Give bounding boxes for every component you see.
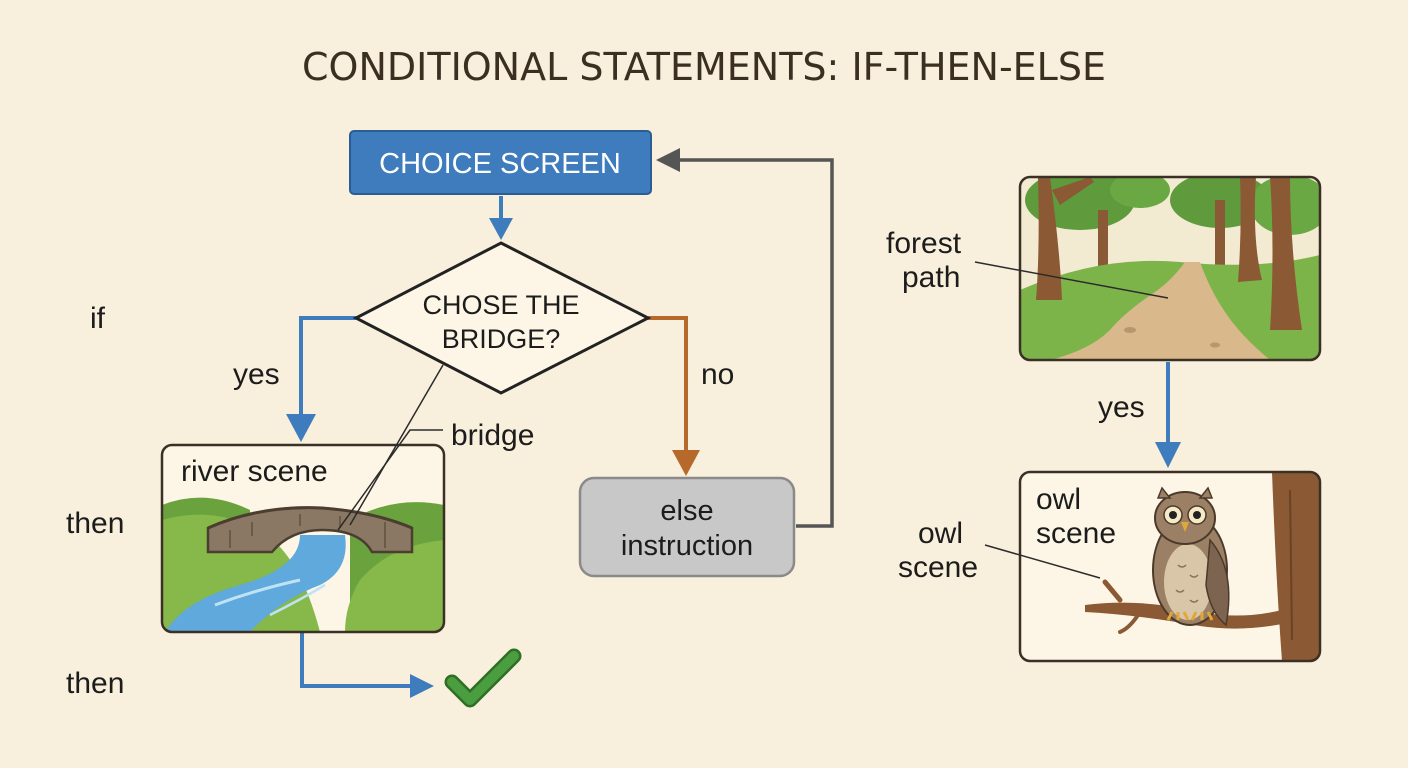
arrow-else-loop-back — [656, 148, 834, 528]
else-label-line2: instruction — [621, 530, 753, 562]
owl-scene-title-line2: scene — [1036, 517, 1116, 550]
forest-callout-leader — [974, 261, 1169, 299]
arrow-river-to-check — [300, 632, 434, 698]
owl-callout-line1: owl — [918, 517, 963, 550]
forest-path-panel — [1018, 175, 1322, 362]
owl-scene-illustration — [1085, 472, 1320, 661]
decision-diamond: CHOSE THE BRIDGE? — [352, 241, 652, 395]
arrow-forest-to-owl — [1155, 362, 1181, 468]
choice-screen-label: CHOICE SCREEN — [379, 148, 621, 180]
choice-screen-box: CHOICE SCREEN — [349, 130, 652, 195]
no-label: no — [701, 358, 734, 391]
else-instruction-box: else instruction — [578, 476, 796, 578]
bridge-callout-label: bridge — [451, 419, 534, 452]
forest-callout-line2: path — [902, 261, 960, 294]
arrow-choice-to-decision — [489, 196, 513, 240]
decision-label-line2: BRIDGE? — [442, 324, 561, 354]
decision-label-line1: CHOSE THE — [422, 290, 579, 320]
owl-callout-line2: scene — [898, 551, 978, 584]
if-label: if — [90, 302, 106, 335]
forest-path-illustration — [1020, 177, 1320, 360]
yes-label-right: yes — [1098, 391, 1145, 424]
then-label-1: then — [66, 507, 124, 540]
yes-label-left: yes — [233, 358, 280, 391]
river-scene-panel: river scene — [160, 443, 446, 634]
owl-scene-title-line1: owl — [1036, 483, 1081, 516]
arrow-yes-to-river — [286, 316, 356, 442]
diagram-title: CONDITIONAL STATEMENTS: IF-THEN-ELSE — [302, 45, 1106, 89]
diamond-callout-leader — [349, 364, 444, 526]
river-scene-label: river scene — [181, 455, 328, 488]
then-label-2: then — [66, 667, 124, 700]
owl-callout-leader — [984, 544, 1101, 579]
bridge-callout-leader — [337, 429, 443, 531]
owl-scene-panel: owl scene — [1018, 470, 1322, 663]
arrow-no-to-else — [648, 316, 700, 476]
river-scene-illustration — [162, 497, 444, 632]
checkmark-icon — [444, 648, 522, 708]
forest-callout-line1: forest — [886, 227, 962, 260]
else-label-line1: else — [660, 495, 713, 527]
